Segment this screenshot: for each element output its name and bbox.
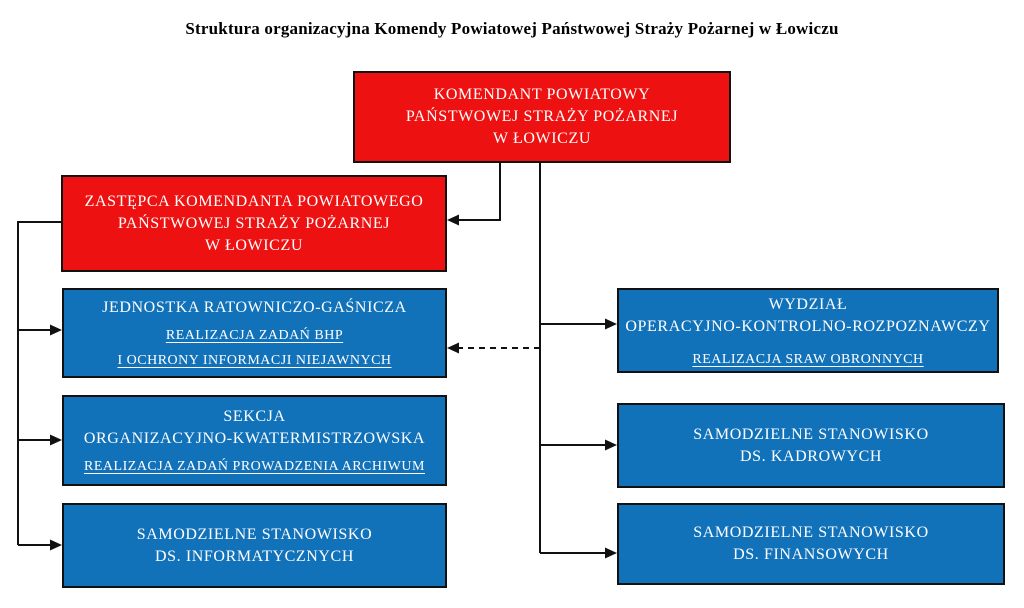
arrowhead-right-icon: [50, 324, 62, 336]
box-stanowisko-informatyczne: SAMODZIELNE STANOWISKO DS. INFORMATYCZNY…: [62, 503, 447, 588]
box-line: ZASTĘPCA KOMENDANTA POWIATOWEGO: [84, 192, 424, 210]
box-stanowisko-kadrowe: SAMODZIELNE STANOWISKO DS. KADROWYCH: [617, 403, 1005, 488]
box-line: SAMODZIELNE STANOWISKO: [693, 524, 929, 541]
box-line: WYDZIAŁ: [768, 295, 848, 313]
arrowhead-right-icon: [605, 318, 617, 330]
connector-left-spine: [17, 221, 61, 545]
arrowhead-left-icon: [447, 342, 459, 354]
box-line: W ŁOWICZU: [493, 130, 591, 147]
arrowhead-right-icon: [50, 434, 62, 446]
box-subline: REALIZACJA ZADAŃ BHP: [165, 328, 344, 343]
page-title: Struktura organizacyjna Komendy Powiatow…: [185, 19, 839, 38]
box-stanowisko-finansowe: SAMODZIELNE STANOWISKO DS. FINANSOWYCH: [617, 503, 1005, 585]
box-subline: I OCHRONY INFORMACJI NIEJAWNYCH: [117, 353, 392, 368]
box-line: ORGANIZACYJNO-KWATERMISTRZOWSKA: [83, 430, 426, 447]
box-komendant-powiatowy: KOMENDANT POWIATOWY PAŃSTWOWEJ STRAŻY PO…: [353, 71, 731, 163]
box-line: SEKCJA: [223, 408, 286, 425]
box-wydzial-operacyjno-kontrolno-rozpoznawczy: WYDZIAŁ OPERACYJNO-KONTROLNO-ROZPOZNAWCZ…: [617, 288, 999, 373]
box-subline: REALIZACJA SRAW OBRONNYCH: [692, 351, 924, 367]
box-line: SAMODZIELNE STANOWISKO: [136, 525, 373, 543]
box-sekcja-organizacyjno-kwatermistrzowska: SEKCJA ORGANIZACYJNO-KWATERMISTRZOWSKA R…: [62, 395, 447, 486]
box-line: KOMENDANT POWIATOWY: [433, 86, 651, 103]
box-zastepca-komendanta: ZASTĘPCA KOMENDANTA POWIATOWEGO PAŃSTWOW…: [61, 175, 447, 272]
box-line: OPERACYJNO-KONTROLNO-ROZPOZNAWCZY: [625, 317, 991, 335]
box-line: PAŃSTWOWEJ STRAŻY POŻARNEJ: [117, 214, 391, 232]
box-line: SAMODZIELNE STANOWISKO: [693, 425, 929, 443]
box-line: W ŁOWICZU: [205, 236, 303, 254]
arrowhead-right-icon: [50, 539, 62, 551]
arrowhead-right-icon: [605, 439, 617, 451]
box-line: DS. FINANSOWYCH: [733, 546, 889, 563]
box-jednostka-ratowniczo-gasnicza: JEDNOSTKA RATOWNICZO-GAŚNICZA REALIZACJA…: [62, 288, 447, 378]
arrowhead-left-icon: [447, 214, 459, 226]
box-subline: REALIZACJA ZADAŃ PROWADZENIA ARCHIWUM: [84, 459, 425, 474]
connector-komendant-zastepca: [459, 163, 501, 221]
box-line: DS. KADROWYCH: [739, 447, 883, 465]
box-line: DS. INFORMATYCZNYCH: [155, 547, 354, 565]
box-line: PAŃSTWOWEJ STRAŻY POŻARNEJ: [405, 108, 679, 125]
arrowhead-right-icon: [605, 547, 617, 559]
box-line: JEDNOSTKA RATOWNICZO-GAŚNICZA: [102, 299, 407, 316]
